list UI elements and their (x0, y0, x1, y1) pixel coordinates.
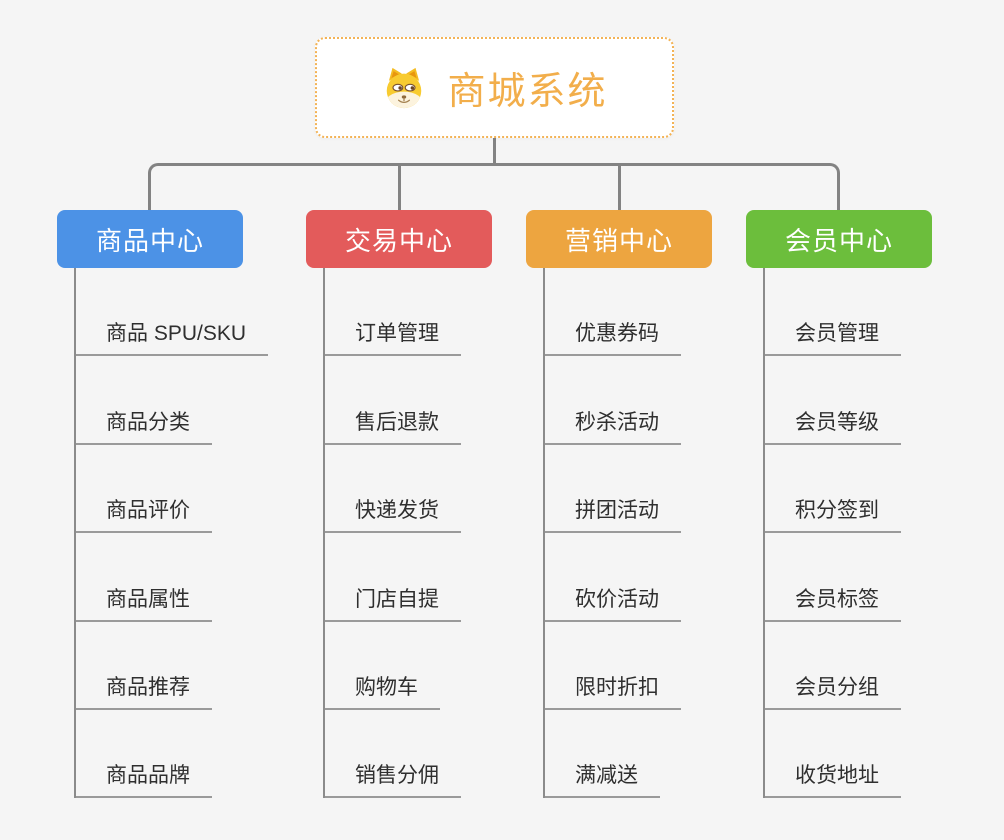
branch-label: 营销中心 (564, 225, 673, 256)
branch-node-member-center[interactable]: 会员中心 (746, 210, 932, 268)
branch-items-member-center: 会员管理 会员等级 积分签到 会员标签 会员分组 收货地址 (763, 268, 976, 799)
branch-label: 会员中心 (784, 225, 893, 256)
topic-item[interactable]: 销售分佣 (325, 759, 461, 799)
topic-item[interactable]: 限时折扣 (545, 671, 681, 710)
topic-item[interactable]: 商品属性 (76, 583, 212, 622)
connector-elbow-right (494, 163, 840, 210)
branch-label: 商品中心 (95, 225, 204, 256)
branch-column-trade-center: 交易中心 订单管理 售后退款 快递发货 门店自提 购物车 销售分佣 (306, 210, 536, 799)
topic-item[interactable]: 优惠券码 (545, 317, 681, 357)
topic-item[interactable]: 快递发货 (325, 494, 461, 534)
topic-item[interactable]: 会员等级 (765, 406, 901, 445)
root-label: 商城系统 (447, 71, 608, 113)
topic-item[interactable]: 会员分组 (765, 671, 901, 710)
branch-label: 交易中心 (344, 225, 453, 256)
connector-drop-marketing (618, 165, 621, 210)
connector-drop-trade (398, 165, 401, 210)
branch-column-product-center: 商品中心 商品 SPU/SKU 商品分类 商品评价 商品属性 商品推荐 商品品牌 (57, 210, 287, 799)
topic-item[interactable]: 会员标签 (765, 583, 901, 622)
branch-node-trade-center[interactable]: 交易中心 (306, 210, 492, 268)
branch-items-marketing-center: 优惠券码 秒杀活动 拼团活动 砍价活动 限时折扣 满减送 (543, 268, 756, 799)
dog-face-icon (381, 65, 427, 111)
topic-item[interactable]: 拼团活动 (545, 494, 681, 534)
topic-item[interactable]: 门店自提 (325, 583, 461, 622)
connector-elbow-left (148, 163, 495, 210)
topic-item[interactable]: 商品分类 (76, 406, 212, 445)
topic-item[interactable]: 商品推荐 (76, 671, 212, 710)
topic-item[interactable]: 商品品牌 (76, 759, 212, 799)
topic-item[interactable]: 购物车 (325, 671, 440, 710)
topic-item[interactable]: 秒杀活动 (545, 406, 681, 445)
topic-item[interactable]: 收货地址 (765, 759, 901, 799)
branch-column-marketing-center: 营销中心 优惠券码 秒杀活动 拼团活动 砍价活动 限时折扣 满减送 (526, 210, 756, 799)
branch-node-product-center[interactable]: 商品中心 (57, 210, 243, 268)
connector-root-stem (493, 138, 496, 166)
topic-item[interactable]: 积分签到 (765, 494, 901, 534)
topic-item[interactable]: 砍价活动 (545, 583, 681, 622)
topic-item[interactable]: 满减送 (545, 759, 660, 799)
topic-item[interactable]: 售后退款 (325, 406, 461, 445)
branch-column-member-center: 会员中心 会员管理 会员等级 积分签到 会员标签 会员分组 收货地址 (746, 210, 976, 799)
root-node-mall-system[interactable]: 商城系统 (315, 37, 674, 138)
topic-item[interactable]: 商品评价 (76, 494, 212, 534)
topic-item[interactable]: 会员管理 (765, 317, 901, 357)
branch-items-product-center: 商品 SPU/SKU 商品分类 商品评价 商品属性 商品推荐 商品品牌 (74, 268, 287, 799)
topic-item[interactable]: 订单管理 (325, 317, 461, 357)
topic-item[interactable]: 商品 SPU/SKU (76, 317, 269, 357)
branch-node-marketing-center[interactable]: 营销中心 (526, 210, 712, 268)
branch-items-trade-center: 订单管理 售后退款 快递发货 门店自提 购物车 销售分佣 (323, 268, 536, 799)
